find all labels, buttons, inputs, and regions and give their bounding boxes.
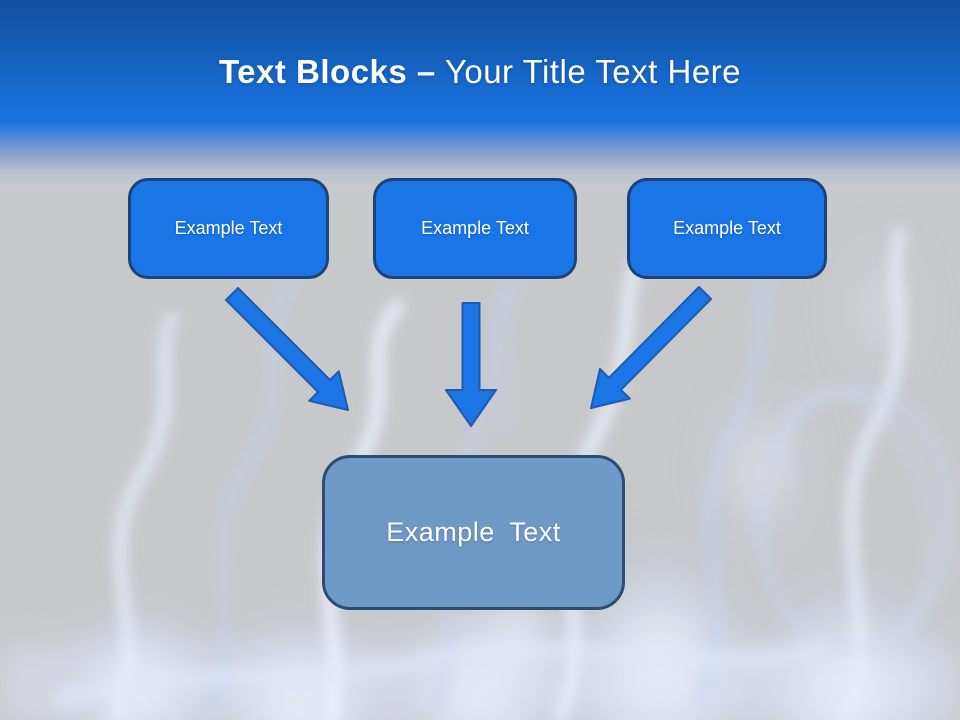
text-block-1: Example Text	[128, 178, 329, 279]
center-text-block: Example Text	[322, 455, 625, 610]
slide-title-bold: Text Blocks –	[218, 53, 436, 90]
text-block-1-label: Example Text	[174, 218, 283, 238]
text-block-2: Example Text	[373, 178, 577, 279]
title-banner	[0, 0, 960, 200]
text-block-2-label: Example Text	[421, 218, 529, 238]
slide-title-regular: Your Title Text Here	[435, 53, 742, 90]
arrow-down-left-icon	[590, 286, 712, 409]
center-text-block-label: Example Text	[386, 517, 561, 547]
text-block-3: Example Text	[627, 178, 827, 279]
arrow-down-icon	[445, 302, 497, 427]
text-block-3-label: Example Text	[673, 218, 781, 238]
slide-title: Text Blocks – Your Title Text Here	[0, 52, 960, 92]
arrow-down-right-icon	[225, 287, 349, 411]
